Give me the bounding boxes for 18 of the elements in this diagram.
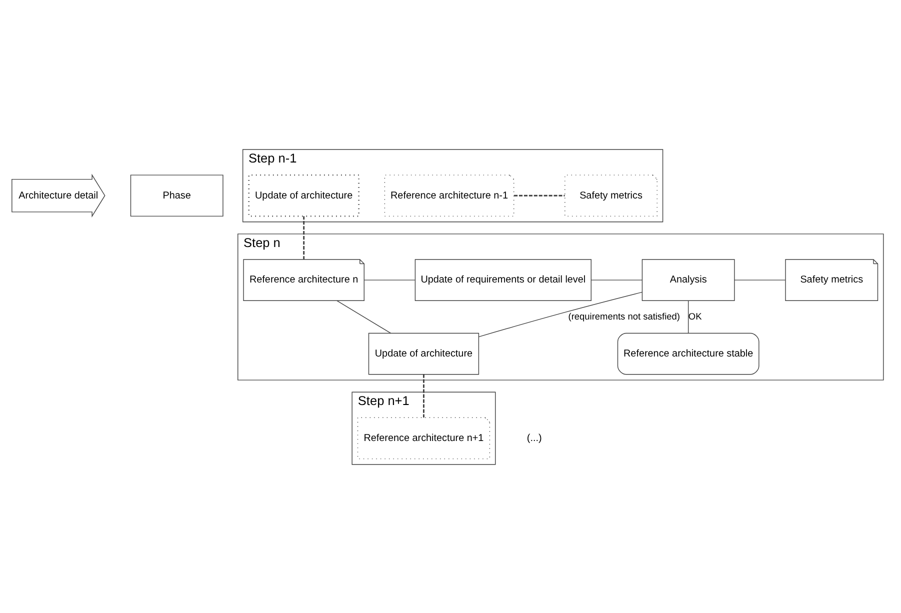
connector [590, 279, 642, 280]
node-box: Update of architecture [368, 332, 480, 374]
connector [423, 374, 424, 418]
edge-label: (requirements not satisfied) [568, 310, 680, 321]
node-box: Phase [130, 174, 224, 216]
label: (...) [526, 432, 542, 444]
connector [336, 300, 392, 334]
edge-label: OK [688, 310, 702, 321]
node-box: Update of architecture [248, 174, 360, 216]
node-box: Update of requirements or detail level [414, 258, 592, 300]
node-box: Reference architecture stable [617, 332, 760, 374]
connector [734, 279, 786, 280]
connector [514, 194, 565, 196]
connector [303, 216, 305, 259]
connector [478, 291, 643, 337]
connector [364, 279, 416, 280]
node-box: Analysis [642, 258, 735, 300]
connector [688, 300, 689, 334]
